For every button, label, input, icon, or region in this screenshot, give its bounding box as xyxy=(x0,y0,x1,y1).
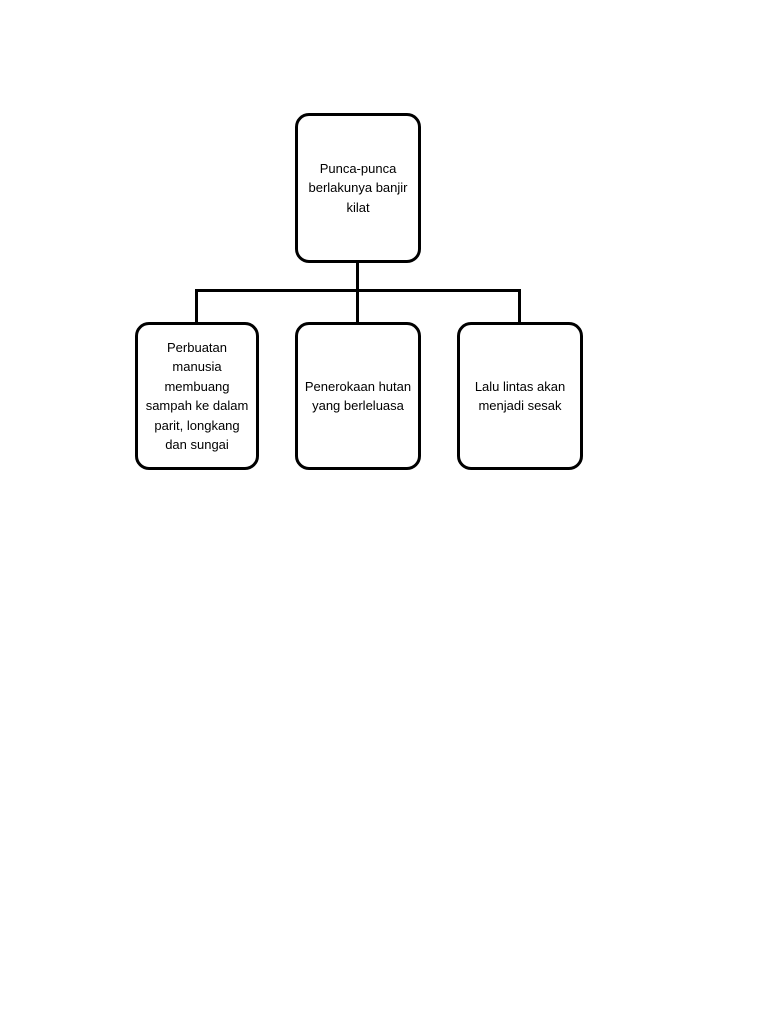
connector-drop-right xyxy=(518,289,521,324)
diagram-node-child-3: Lalu lintas akan menjadi sesak xyxy=(457,322,583,470)
connector-drop-left xyxy=(195,289,198,324)
diagram-node-child-1: Perbuatan manusia membuang sampah ke dal… xyxy=(135,322,259,470)
diagram-node-root-label: Punca-punca berlakunya banjir kilat xyxy=(308,160,408,215)
diagram-node-root: Punca-punca berlakunya banjir kilat xyxy=(295,113,421,263)
diagram-node-child-1-label: Perbuatan manusia membuang sampah ke dal… xyxy=(145,339,249,453)
connector-drop-middle xyxy=(356,289,359,324)
diagram-node-child-2-label: Penerokaan hutan yang berleluasa xyxy=(304,378,412,414)
diagram-node-child-3-label: Lalu lintas akan menjadi sesak xyxy=(474,378,566,414)
diagram-node-child-2: Penerokaan hutan yang berleluasa xyxy=(295,322,421,470)
connector-root-stem xyxy=(356,261,359,292)
